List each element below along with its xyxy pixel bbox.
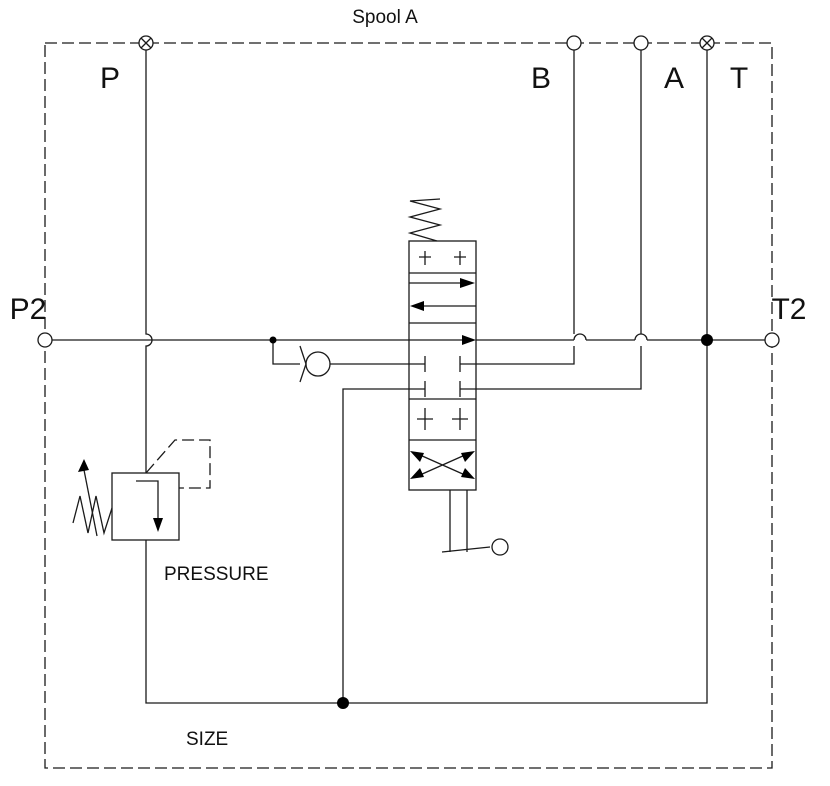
line-hop-b (573, 333, 587, 341)
line-tank-return (342, 388, 409, 703)
line-p-vertical (145, 43, 153, 473)
port-label-t2: T2 (771, 293, 806, 326)
line-check-branch (272, 340, 409, 365)
port-p2 (37, 332, 53, 348)
pressure-relief-valve-icon (72, 439, 211, 541)
line-b (476, 49, 575, 365)
port-label-p2: P2 (10, 293, 47, 326)
port-label-a: A (664, 62, 684, 95)
lever-handle-icon (441, 490, 509, 556)
port-a (633, 35, 649, 51)
junction-dot (269, 336, 277, 344)
spring-icon (407, 198, 443, 242)
junction-dot (701, 334, 713, 346)
line-a (476, 49, 642, 390)
enclosure-border (44, 42, 773, 769)
port-t2 (764, 332, 780, 348)
title: Spool A (352, 7, 418, 28)
port-label-b: B (531, 62, 551, 95)
junction-dot (337, 697, 349, 709)
port-label-t: T (730, 62, 748, 95)
port-p-plugged (138, 35, 154, 51)
port-t-plugged (699, 35, 715, 51)
port-label-p: P (100, 62, 120, 95)
line-hop-a (634, 333, 648, 341)
size-label: SIZE (186, 729, 228, 750)
directional-control-valve-icon (408, 240, 477, 491)
line-p-lower (145, 43, 708, 704)
check-valve-icon (299, 345, 331, 383)
port-b (566, 35, 582, 51)
pressure-label: PRESSURE (164, 564, 269, 585)
